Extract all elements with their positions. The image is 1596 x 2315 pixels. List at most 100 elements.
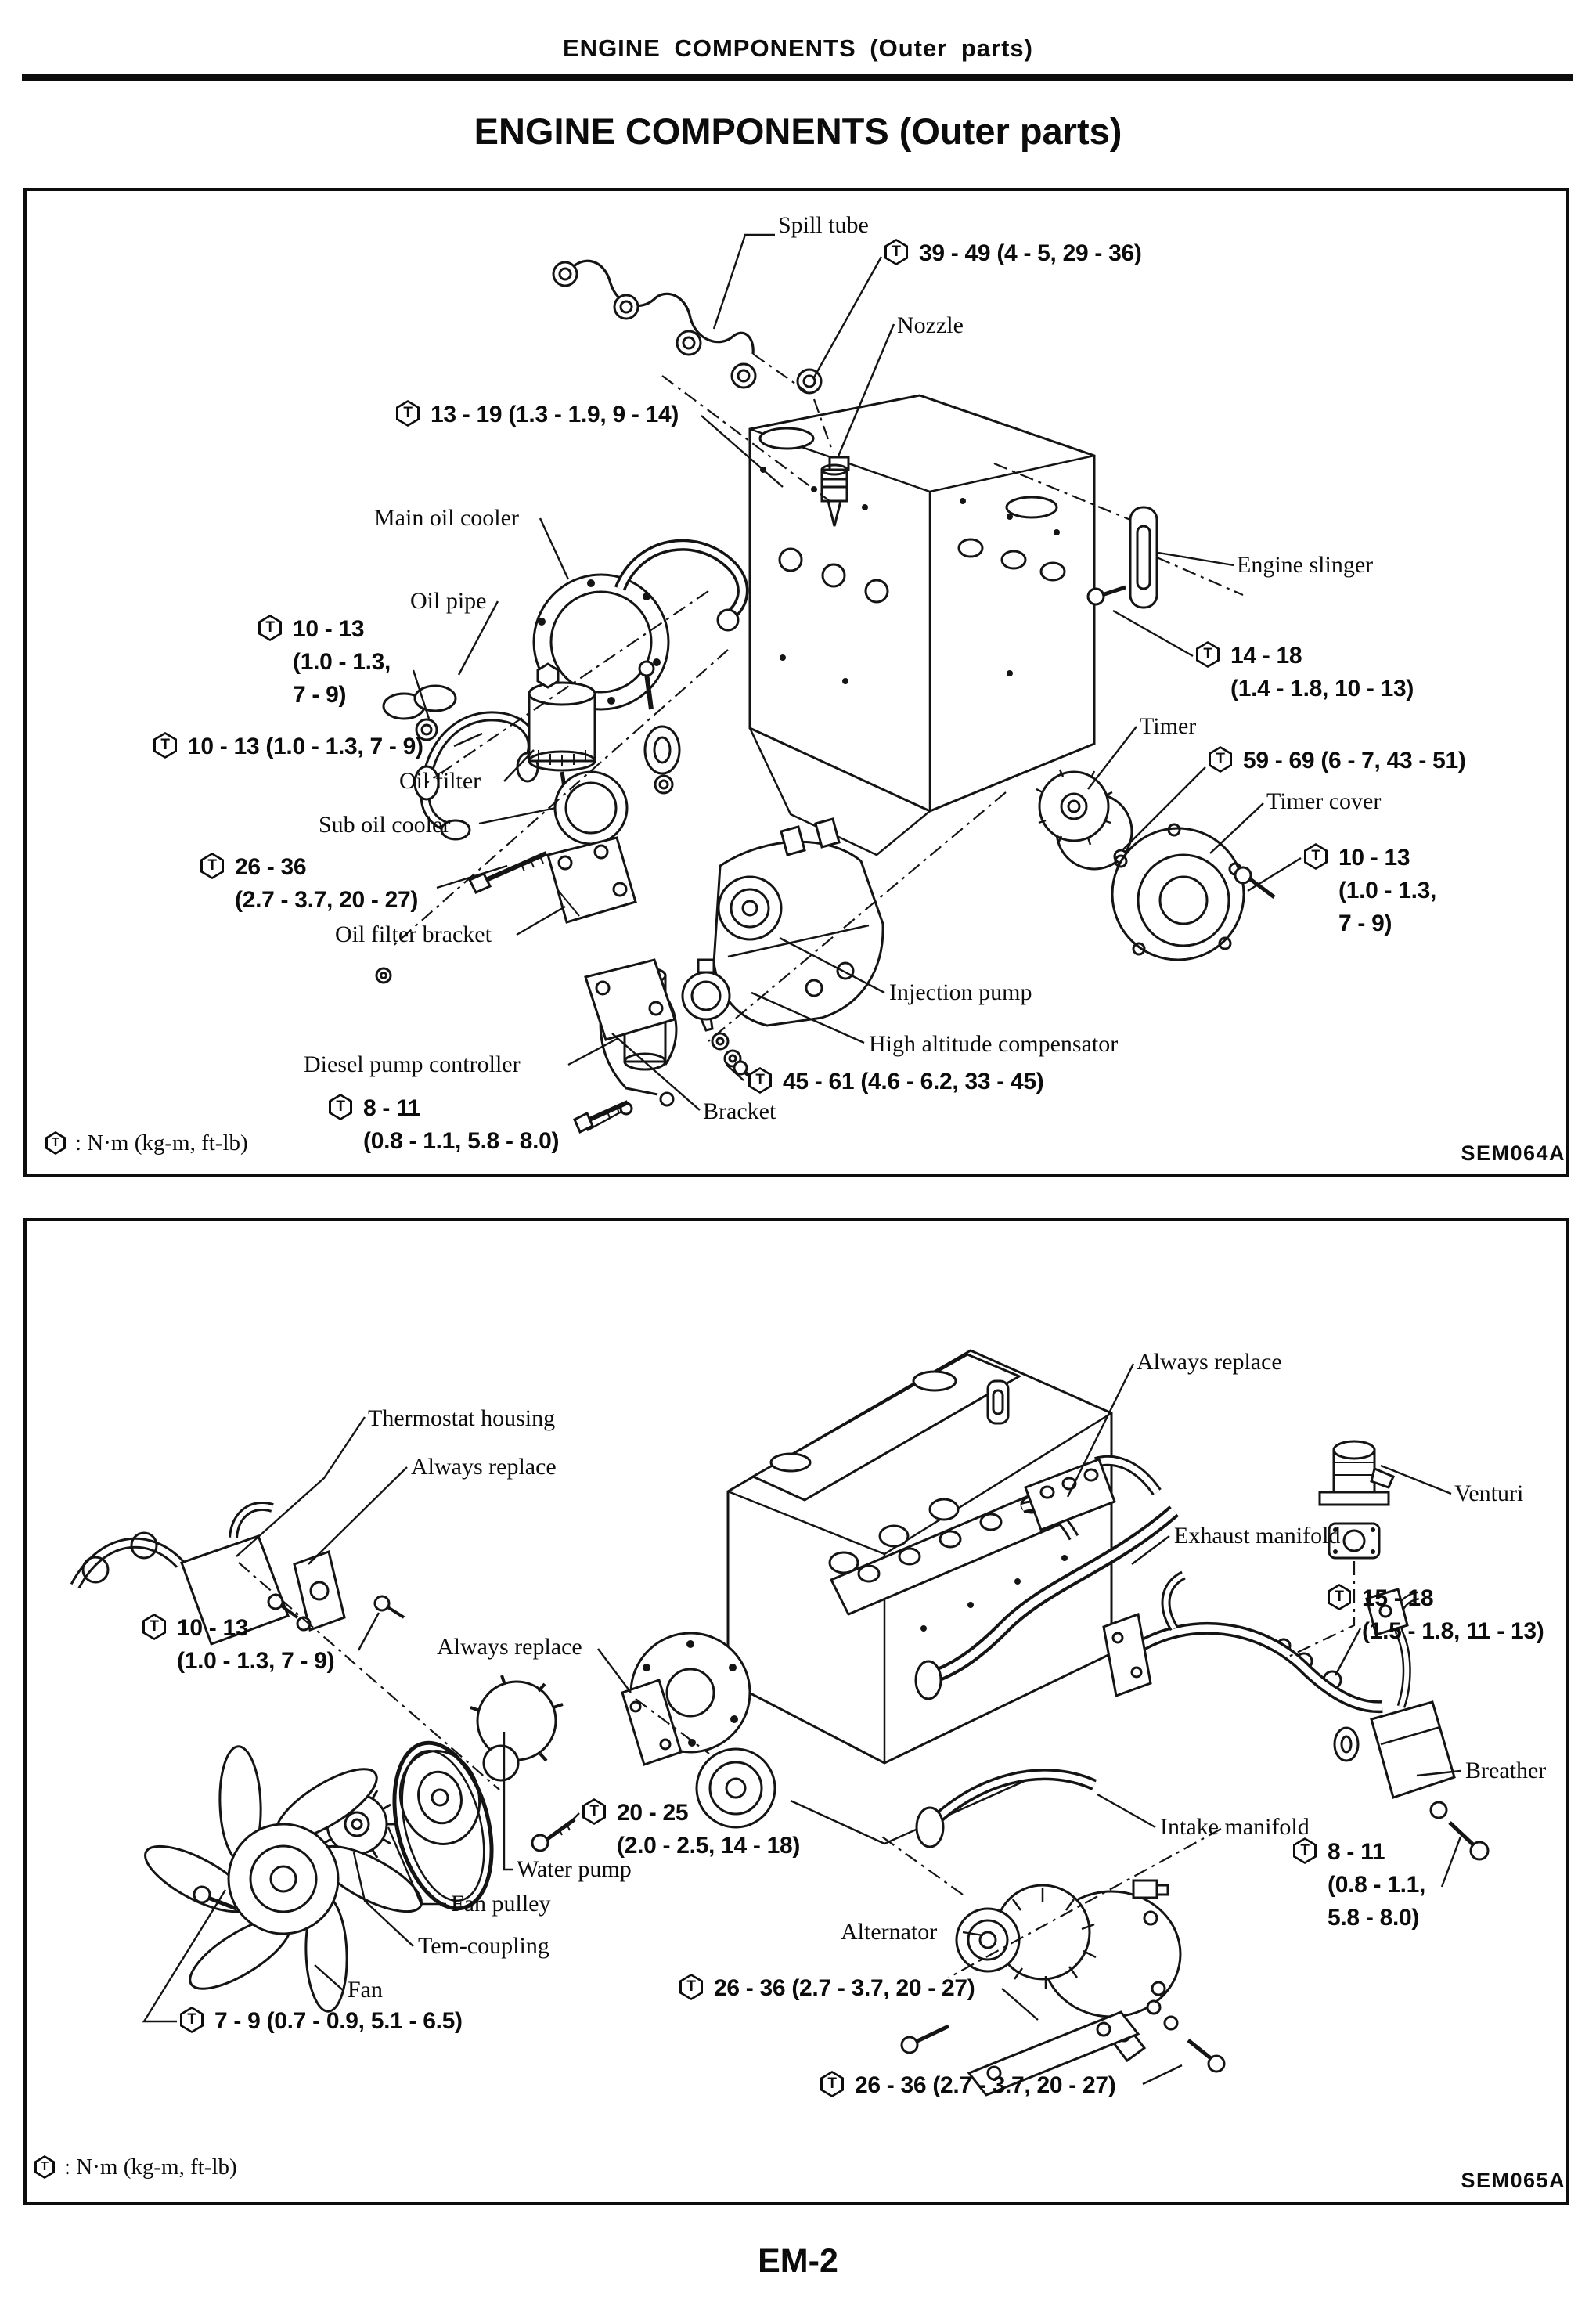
label-high-altitude-compensator: High altitude compensator [869,1031,1119,1057]
label-oil-filter-bracket: Oil filter bracket [335,921,492,947]
torque-10-13-pipe: T 10 - 13 (1.0 - 1.3, 7 - 9) [258,615,391,712]
leader-fan-pulley [387,1826,446,1906]
torque-26-36: T 26 - 36 (2.7 - 3.7, 20 - 27) [200,853,418,917]
label-timer: Timer [1140,713,1197,739]
torque-icon: T [1209,746,1232,773]
leader-spill-tube [712,233,775,330]
label-nozzle: Nozzle [897,312,964,338]
leader-15-18 [1334,1628,1362,1676]
leader-8-11-b [1440,1836,1462,1888]
leader-oil-filter [503,749,535,782]
torque-13-19: T 13 - 19 (1.3 - 1.9, 9 - 14) [396,400,679,431]
torque-icon: T [153,732,177,759]
leader-water-pump [503,1732,513,1871]
torque-icon: T [1196,641,1220,668]
label-spill-tube: Spill tube [778,212,869,238]
torque-icon: T [679,1974,703,2000]
leader-39-49 [812,256,883,378]
label-venturi: Venturi [1454,1480,1524,1506]
torque-icon: T [45,1131,66,1155]
leader-nozzle [836,323,895,459]
torque-26-36-bracket: T 26 - 36 (2.7 - 3.7, 20 - 27) [820,2071,1116,2102]
label-always-replace-3: Always replace [437,1634,582,1660]
torque-39-49: T 39 - 49 (4 - 5, 29 - 36) [884,239,1142,270]
torque-icon: T [748,1067,772,1094]
torque-icon: T [258,615,282,641]
torque-59-69: T 59 - 69 (6 - 7, 43 - 51) [1209,746,1466,777]
leader-13-19 [701,415,784,488]
leader-sub-oil-cooler [478,806,557,825]
label-water-pump: Water pump [517,1856,632,1882]
leader-20-25 [569,1812,580,1823]
torque-legend-text: : N·m (kg-m, ft-lb) [64,2155,237,2180]
torque-icon: T [180,2007,204,2033]
torque-10-13-thermostat: T 10 - 13 (1.0 - 1.3, 7 - 9) [142,1614,335,1678]
leader-alternator [962,1931,984,1937]
leader-8-11 [586,1110,622,1132]
leader-timer [1087,726,1137,790]
leader-high-altitude [751,991,865,1044]
leader-lines-1 [412,233,1302,1132]
leader-10-13-cover [1247,856,1302,892]
header-rule [22,74,1573,81]
leader-oil-filter-bracket [516,905,566,936]
leader-14-18 [1112,609,1194,658]
label-timer-cover: Timer cover [1266,788,1382,814]
page-title: ENGINE COMPONENTS (Outer parts) [474,110,1122,152]
leader-59-69 [1122,766,1206,851]
leader-main-oil-cooler [539,517,570,580]
label-tem-coupling: Tem-coupling [418,1933,549,1959]
engine-illustration-1 [375,259,1276,1134]
diagram2-frame [23,1218,1569,2205]
leader-always-replace-3 [597,1648,632,1693]
assembly-axes-1 [391,353,1244,1042]
torque-20-25: T 20 - 25 (2.0 - 2.5, 14 - 18) [582,1798,800,1862]
leader-intake-manifold [1097,1793,1156,1829]
label-diesel-pump-controller: Diesel pump controller [304,1051,521,1077]
leader-26-36-bracket [1142,2064,1183,2086]
leader-26-36 [436,864,508,889]
torque-icon: T [1328,1584,1351,1610]
leader-10-13-d [357,1612,380,1651]
torque-legend-text: : N·m (kg-m, ft-lb) [75,1130,248,1156]
leader-timer-cover [1209,802,1264,854]
torque-icon: T [142,1614,166,1640]
label-engine-slinger: Engine slinger [1237,552,1374,578]
torque-10-13-filter: T 10 - 13 (1.0 - 1.3, 7 - 9) [153,732,423,763]
leader-exhaust-manifold [1131,1535,1170,1565]
label-intake-manifold: Intake manifold [1160,1814,1310,1840]
torque-10-13-cover: T 10 - 13 (1.0 - 1.3, 7 - 9) [1304,843,1436,940]
torque-icon: T [582,1798,606,1825]
label-oil-filter: Oil filter [399,768,481,794]
torque-45-61: T 45 - 61 (4.6 - 6.2, 33 - 45) [748,1067,1044,1098]
torque-icon: T [34,2155,55,2179]
label-oil-pipe: Oil pipe [410,588,487,614]
torque-icon: T [884,239,908,265]
leader-engine-slinger [1158,551,1234,567]
torque-icon: T [329,1094,352,1120]
label-breather: Breather [1465,1758,1547,1783]
engine-illustration-2 [70,1349,1490,2097]
figure-code-2: SEM065A [1461,2169,1565,2192]
leader-26-36-alt [1001,1988,1039,2021]
label-sub-oil-cooler: Sub oil cooler [319,812,451,838]
leader-injection-pump [779,936,885,994]
nozzle-part [820,456,850,527]
torque-14-18: T 14 - 18 (1.4 - 1.8, 10 - 13) [1196,641,1414,705]
leader-breather [1416,1769,1461,1777]
torque-26-36-alternator: T 26 - 36 (2.7 - 3.7, 20 - 27) [679,1974,975,2005]
label-injection-pump: Injection pump [889,979,1032,1005]
label-exhaust-manifold: Exhaust manifold [1174,1523,1341,1549]
leader-bracket [611,1033,701,1111]
leader-7-9 [142,1889,227,2023]
leader-venturi [1380,1464,1452,1495]
leader-tem-coupling [352,1852,414,1947]
leader-10-13-filter [453,732,483,748]
leader-diesel-pump-controller [567,1037,619,1066]
page-number: EM-2 [758,2242,838,2280]
torque-15-18: T 15 - 18 (1.5 - 1.8, 11 - 13) [1328,1584,1544,1648]
label-alternator: Alternator [841,1919,938,1945]
fan-part [144,1745,423,2013]
leader-thermostat-housing [236,1416,366,1557]
